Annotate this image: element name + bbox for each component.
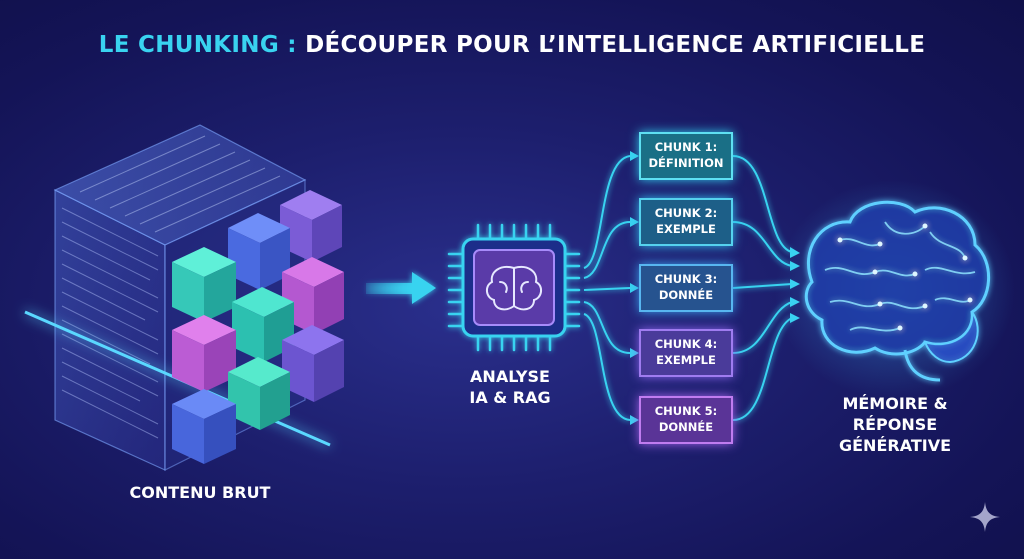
chunk-box-4: CHUNK 4: EXEMPLE [639,329,733,377]
ai-analysis-label: ANALYSE IA & RAG [440,367,580,409]
memory-label-line-3: GÉNÉRATIVE [838,435,952,455]
page-title: LE CHUNKING : DÉCOUPER POUR L’INTELLIGEN… [0,32,1024,58]
memory-label-line-2: RÉPONSE [852,414,938,434]
chunk-2-title: CHUNK 2: [654,206,718,221]
brain-icon [775,180,1015,400]
chunk-5-title: CHUNK 5: [654,404,718,419]
title-rest: DÉCOUPER POUR L’INTELLIGENCE ARTIFICIELL… [305,32,926,58]
connector-arrowheads [630,151,639,425]
memory-label-line-1: MÉMOIRE & [842,394,948,413]
chunk-2-type: EXEMPLE [656,222,716,236]
arrow-right-icon [366,272,436,304]
chunk-4-type: EXEMPLE [656,353,716,367]
ai-chip-icon [447,223,581,352]
chunk-3-title: CHUNK 3: [654,272,718,287]
chunk-4-title: CHUNK 4: [654,337,718,352]
chunk-box-1: CHUNK 1: DÉFINITION [639,132,733,180]
chunk-5-type: DONNÉE [658,420,714,434]
title-accent: LE CHUNKING : [98,32,297,58]
chip-to-chunk-connectors [583,155,631,421]
chunk-3-type: DONNÉE [658,288,714,302]
ai-label-line-2: IA & RAG [469,387,551,407]
data-cube-icon [24,110,344,471]
ai-label-line-1: ANALYSE [470,367,550,386]
sparkle-icon [970,502,1000,532]
chunk-box-2: CHUNK 2: EXEMPLE [639,198,733,246]
chunk-1-type: DÉFINITION [648,156,724,170]
raw-content-label: CONTENU BRUT [129,483,271,502]
memory-label: MÉMOIRE & RÉPONSE GÉNÉRATIVE [800,394,990,456]
chunk-box-3: CHUNK 3: DONNÉE [639,264,733,312]
chunk-box-5: CHUNK 5: DONNÉE [639,396,733,444]
chunk-1-title: CHUNK 1: [654,140,718,155]
